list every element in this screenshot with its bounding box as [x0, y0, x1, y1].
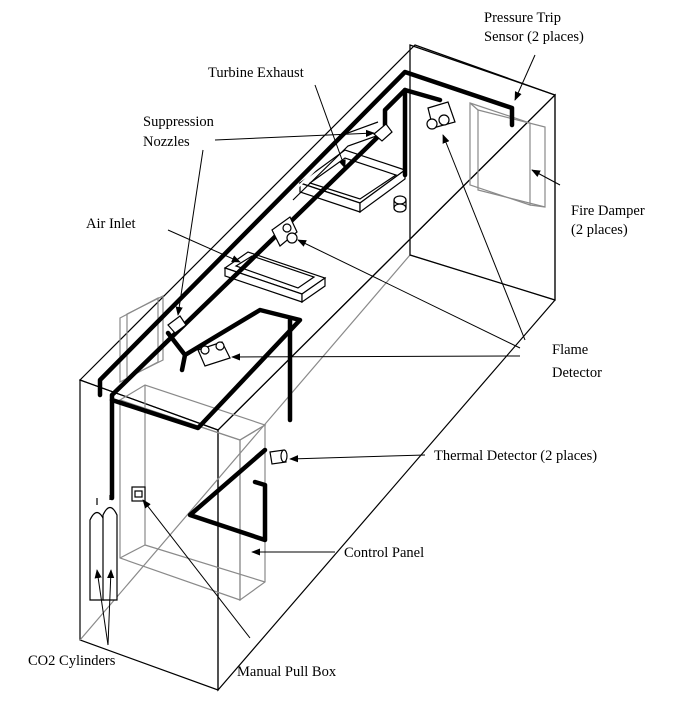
label-turbine-exhaust: Turbine Exhaust [208, 65, 304, 81]
suppression-nozzle-rear [373, 123, 393, 142]
label-thermal-detector: Thermal Detector (2 places) [434, 448, 597, 464]
flame-detector-mid [271, 216, 298, 247]
manual-pull-box [131, 486, 146, 502]
label-fire-damper-line2: (2 places) [571, 222, 628, 238]
thermal-detector [269, 449, 288, 465]
label-pressure-trip-line2: Sensor (2 places) [484, 29, 584, 45]
suppression-nozzle-front [167, 315, 187, 334]
label-flame-detector-line1: Flame [552, 342, 588, 358]
flame-detector-front [197, 341, 231, 367]
small-nozzle-exhaust [393, 195, 407, 213]
co2-cylinders [89, 495, 118, 601]
label-suppression-line2: Nozzles [143, 134, 190, 150]
air-inlet [223, 251, 327, 304]
label-fire-damper-line1: Fire Damper [571, 203, 645, 219]
fire-damper-rear [469, 102, 546, 208]
label-pressure-trip-line1: Pressure Trip [484, 10, 561, 26]
flame-detector-rear [426, 101, 456, 130]
label-air-inlet: Air Inlet [86, 216, 136, 232]
label-manual-pull-box: Manual Pull Box [237, 664, 337, 680]
label-suppression-line1: Suppression [143, 114, 215, 130]
leader-lines [94, 54, 561, 646]
label-control-panel: Control Panel [344, 545, 424, 561]
label-co2-cylinders: CO2 Cylinders [28, 653, 116, 669]
label-flame-detector-line2: Detector [552, 365, 602, 381]
labels: Pressure Trip Sensor (2 places) Turbine … [28, 10, 645, 680]
